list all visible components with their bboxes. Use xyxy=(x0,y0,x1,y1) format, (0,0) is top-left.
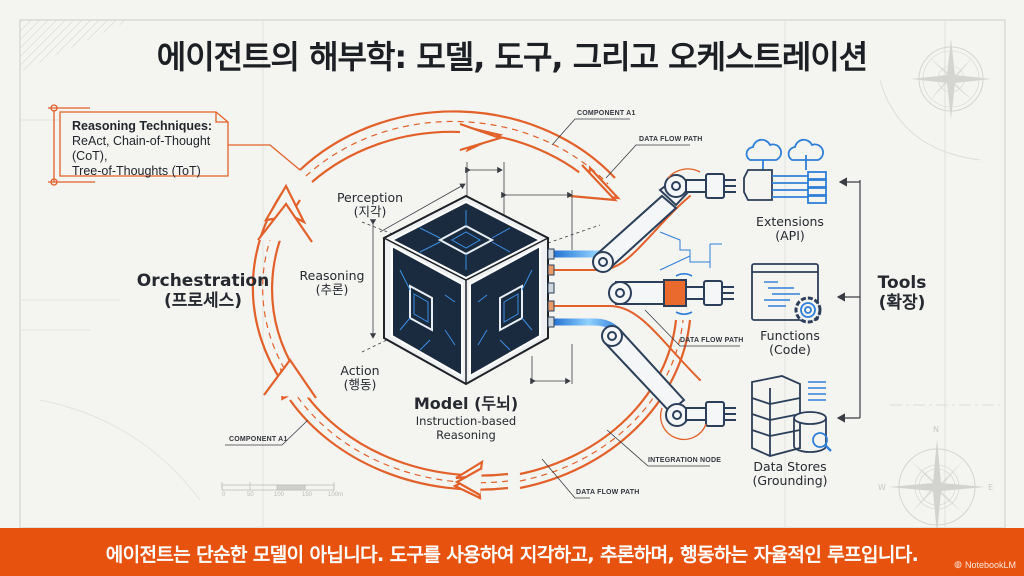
reasoning-techniques-line: ReAct, Chain-of-Thought (CoT), xyxy=(72,134,211,163)
scale-bar xyxy=(221,482,335,491)
callout-component-top: COMPONENT A1 xyxy=(577,110,636,117)
footer-summary: 에이전트는 단순한 모델이 아닙니다. 도구를 사용하여 지각하고, 추론하며,… xyxy=(105,544,919,566)
reasoning-techniques-box: Reasoning Techniques: ReAct, Chain-of-Th… xyxy=(64,116,224,178)
tool-datastores-label: Data Stores (Grounding) xyxy=(752,459,828,489)
functions-code-icon xyxy=(751,263,822,324)
robotic-arm-middle xyxy=(608,273,734,315)
loop-arrowhead-icon xyxy=(257,122,618,496)
stage-dimension-lines xyxy=(361,162,601,385)
orchestration-label: Orchestration (프로세스) xyxy=(136,271,270,311)
page-title: 에이전트의 해부학: 모델, 도구, 그리고 오케스트레이션 xyxy=(156,38,869,76)
stage-action-label: Action (행동) xyxy=(340,363,380,393)
callout-data-flow-bottom: DATA FLOW PATH xyxy=(576,489,640,496)
tools-label: Tools (확장) xyxy=(877,273,927,313)
model-cube-icon xyxy=(382,194,550,386)
reasoning-techniques-frame xyxy=(48,104,301,186)
stage-reasoning-label: Reasoning (추론) xyxy=(299,268,365,298)
robotic-arm-bottom xyxy=(601,325,736,441)
stage-perception-label: Perception (지각) xyxy=(336,190,404,220)
data-stores-icon xyxy=(751,375,832,457)
callout-integration-node: INTEGRATION NODE xyxy=(648,457,722,464)
callout-leaders xyxy=(225,118,740,499)
callout-component-bottom: COMPONENT A1 xyxy=(229,436,288,443)
compass-rose-icon xyxy=(889,439,985,535)
notebooklm-brand: ◍ NotebookLM xyxy=(954,559,1016,570)
footer-banner: 에이전트는 단순한 모델이 아닙니다. 도구를 사용하여 지각하고, 추론하며,… xyxy=(0,528,1024,576)
tool-functions-label: Functions (Code) xyxy=(760,328,820,358)
reasoning-techniques-heading: Reasoning Techniques: xyxy=(72,119,213,133)
callout-data-flow-mid: DATA FLOW PATH xyxy=(680,337,744,344)
reasoning-techniques-line: Tree-of-Thoughts (ToT) xyxy=(72,164,201,178)
extensions-api-icon xyxy=(743,138,827,204)
robotic-arm-top xyxy=(592,168,736,273)
compass-north-label: N xyxy=(933,425,939,434)
model-label: Model (두뇌) Instruction-based Reasoning xyxy=(413,394,519,442)
compass-east-label: E xyxy=(988,483,994,492)
compass-west-label: W xyxy=(878,483,886,492)
compass-rose-icon xyxy=(911,39,991,119)
circuit-trace-icon xyxy=(659,231,722,271)
callout-data-flow-top: DATA FLOW PATH xyxy=(639,136,703,143)
tool-extensions-label: Extensions (API) xyxy=(756,214,824,244)
tools-bracket xyxy=(836,177,861,423)
notebooklm-logo-icon: ◍ xyxy=(954,559,962,569)
